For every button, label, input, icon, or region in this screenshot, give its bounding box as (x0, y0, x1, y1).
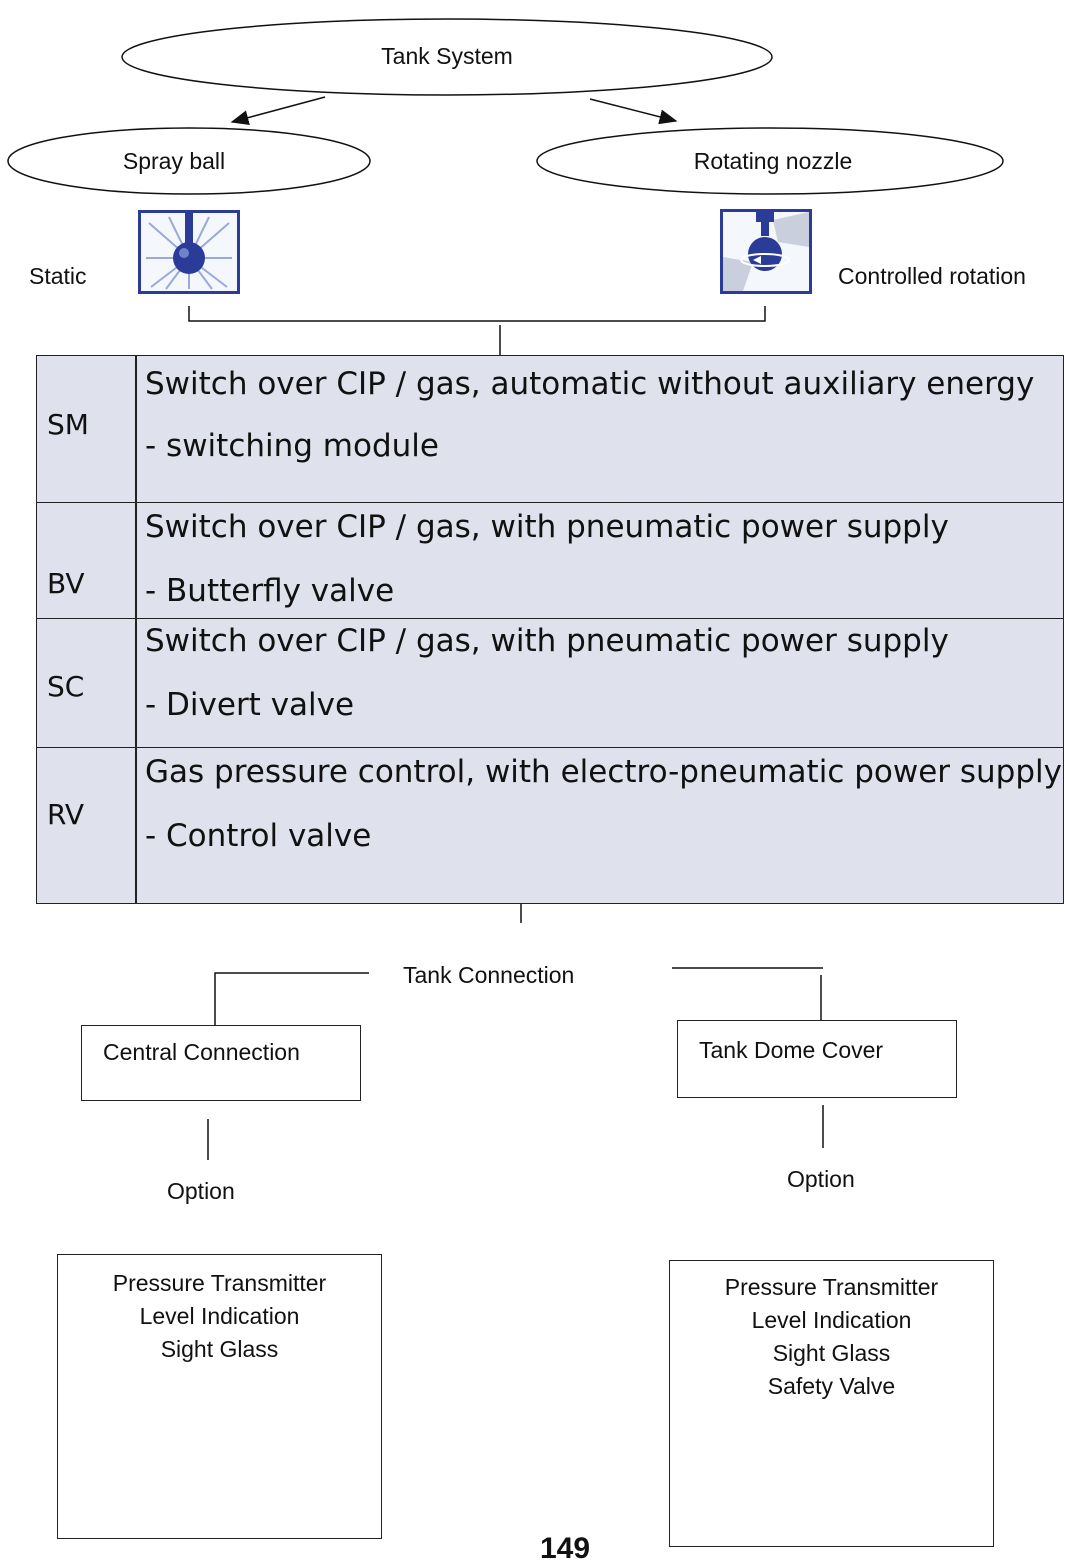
row-code: SC (47, 670, 85, 703)
option-item: Sight Glass (772, 1340, 891, 1366)
rotating-nozzle-label: Rotating nozzle (693, 148, 853, 174)
option-item: Level Indication (139, 1303, 300, 1329)
option-left-label: Option (167, 1178, 235, 1204)
row-line1: Switch over CIP / gas, with pneumatic po… (145, 623, 949, 659)
spray-ball-icon (138, 210, 240, 294)
branch-left-line (214, 972, 369, 1025)
central-connection-box: Central Connection (81, 1025, 361, 1101)
tank-system-label: Tank System (381, 43, 513, 69)
spray-ball-ellipse (7, 127, 371, 195)
row-code: BV (47, 567, 85, 600)
central-connection-label: Central Connection (103, 1039, 300, 1065)
row-line1: Switch over CIP / gas, with pneumatic po… (145, 509, 949, 545)
row-line2: - switching module (145, 428, 439, 464)
tank-dome-cover-box: Tank Dome Cover (677, 1020, 957, 1098)
row-code-cell: SM (37, 356, 137, 502)
row-code: SM (47, 408, 89, 441)
controlled-rotation-label: Controlled rotation (838, 263, 1026, 289)
row-line1: Gas pressure control, with electro-pneum… (145, 754, 1062, 790)
tank-dome-cover-label: Tank Dome Cover (699, 1037, 884, 1063)
left-options-list: Pressure Transmitter Level Indication Si… (58, 1267, 381, 1366)
row-code-cell: SC (37, 619, 137, 747)
icons-bracket (188, 306, 766, 322)
right-options-box: Pressure Transmitter Level Indication Si… (669, 1260, 994, 1547)
row-line2: - Butterfly valve (145, 573, 395, 609)
spray-ball-label: Spray ball (122, 148, 226, 174)
option-item: Safety Valve (767, 1373, 896, 1399)
row-code-cell: RV (37, 748, 137, 903)
row-code: RV (47, 798, 85, 831)
table-row: RV Gas pressure control, with electro-pn… (36, 747, 1064, 904)
row-line2: - Divert valve (145, 687, 355, 723)
option-item: Level Indication (751, 1307, 912, 1333)
tank-system-ellipse (121, 18, 773, 96)
table-row: SM Switch over CIP / gas, automatic with… (36, 355, 1064, 503)
row-code-cell: BV (37, 503, 137, 618)
rotating-nozzle-ellipse (536, 127, 1004, 195)
rotating-nozzle-icon (720, 209, 812, 294)
right-options-list: Pressure Transmitter Level Indication Si… (670, 1271, 993, 1403)
row-line2: - Control valve (145, 818, 372, 854)
option-right-label: Option (787, 1166, 855, 1192)
option-item: Pressure Transmitter (112, 1270, 327, 1296)
table-row: BV Switch over CIP / gas, with pneumatic… (36, 502, 1064, 619)
static-label: Static (29, 263, 87, 289)
row-line1: Switch over CIP / gas, automatic without… (145, 366, 1035, 402)
page-number: 149 (540, 1532, 591, 1565)
arrow-to-rotating-nozzle (589, 98, 678, 125)
option-item: Pressure Transmitter (724, 1274, 939, 1300)
option-item: Sight Glass (160, 1336, 279, 1362)
left-options-box: Pressure Transmitter Level Indication Si… (57, 1254, 382, 1539)
table-row: SC Switch over CIP / gas, with pneumatic… (36, 618, 1064, 748)
tank-connection-label: Tank Connection (403, 962, 575, 988)
arrow-to-spray-ball (230, 96, 326, 125)
